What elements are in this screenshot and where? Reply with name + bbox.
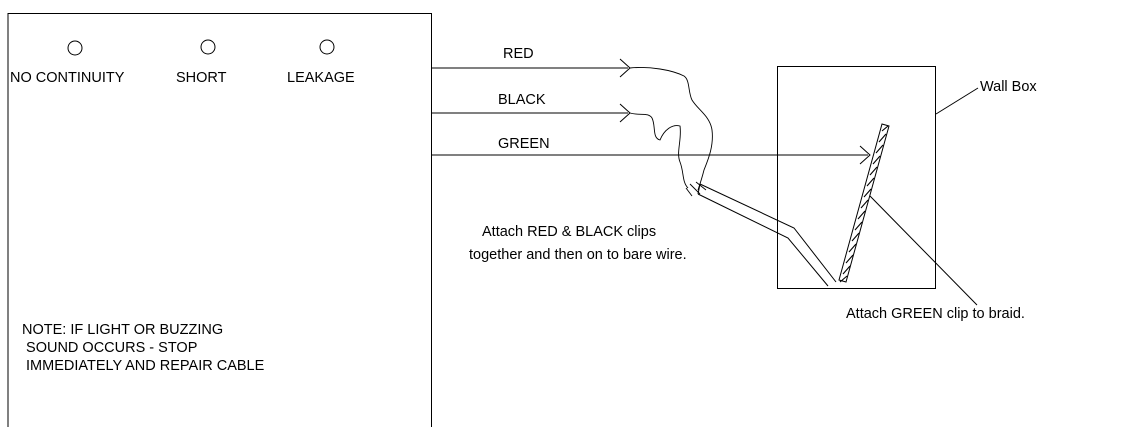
bare-wire-end — [697, 183, 701, 195]
wall-box — [777, 66, 936, 289]
no-continuity-light-icon — [67, 40, 83, 56]
wall-box-label: Wall Box — [980, 79, 1037, 95]
leakage-label: LEAKAGE — [287, 70, 355, 86]
short-label: SHORT — [176, 70, 227, 86]
black-lead-twist — [629, 112, 689, 189]
clips-instruction-line-1: Attach RED & BLACK clips — [482, 224, 656, 240]
note-line-3: IMMEDIATELY AND REPAIR CABLE — [22, 358, 265, 374]
black-lead-label: BLACK — [498, 92, 546, 108]
leakage-light-icon — [319, 39, 335, 55]
clips-instruction-line-2: together and then on to bare wire. — [469, 247, 687, 263]
short-light-icon — [200, 39, 216, 55]
braid — [838, 123, 890, 283]
note-line-1: NOTE: IF LIGHT OR BUZZING — [22, 322, 223, 338]
note-line-2: SOUND OCCURS - STOP — [22, 340, 197, 356]
green-lead-label: GREEN — [498, 136, 550, 152]
braid-pointer — [869, 195, 978, 306]
clip-joint-icon — [685, 181, 707, 197]
wall-box-pointer — [935, 87, 979, 115]
green-clip-instruction: Attach GREEN clip to braid. — [846, 306, 1025, 322]
green-clip-icon — [859, 145, 871, 165]
no-continuity-label: NO CONTINUITY — [10, 70, 125, 86]
red-lead-label: RED — [503, 46, 534, 62]
tester-box — [7, 13, 432, 427]
cable-jacket — [697, 183, 837, 287]
red-lead-twist — [629, 67, 713, 191]
